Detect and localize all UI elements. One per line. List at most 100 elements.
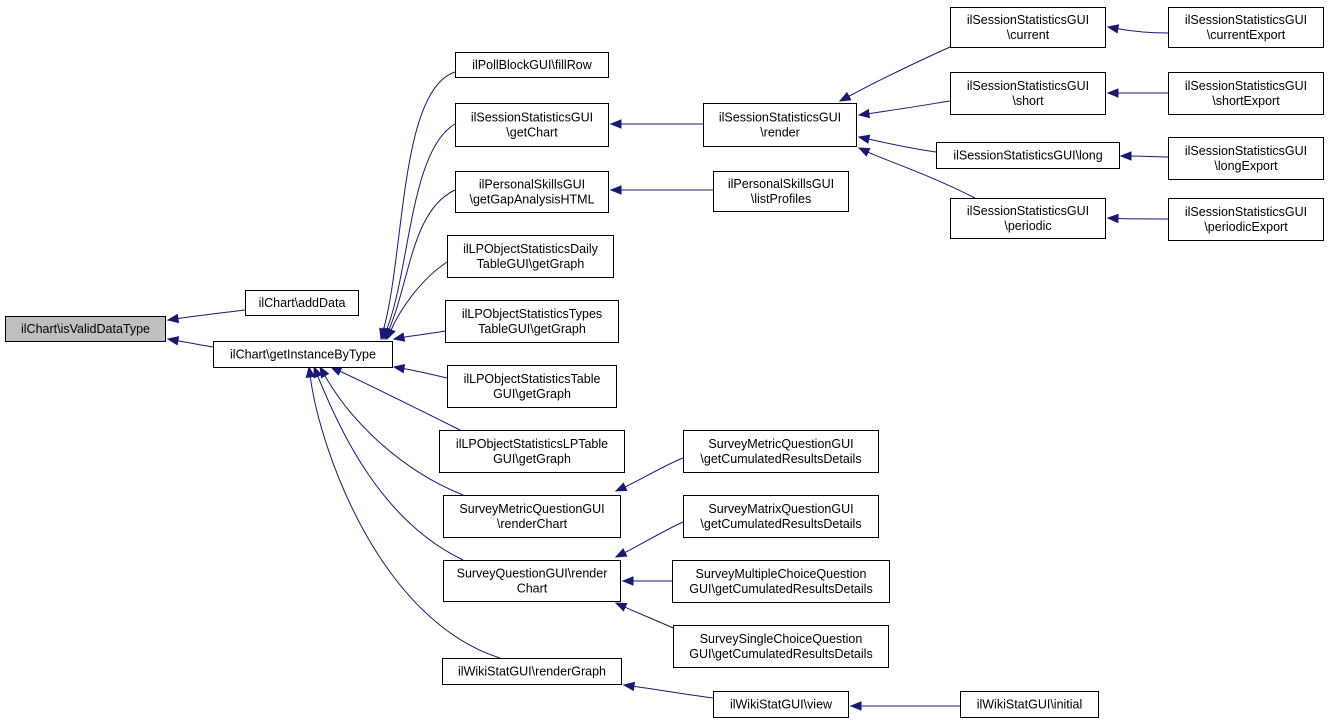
node-n25[interactable]: ilSessionStatisticsGUI\currentExport <box>1168 7 1324 48</box>
node-box[interactable] <box>683 430 879 473</box>
node-box[interactable] <box>245 290 359 316</box>
node-box[interactable] <box>447 235 614 278</box>
node-box[interactable] <box>439 430 625 473</box>
edge-n22-to-n13 <box>857 134 937 153</box>
node-label-line: ilSessionStatisticsGUI <box>1185 144 1307 158</box>
edge-line <box>317 376 464 561</box>
node-box[interactable] <box>213 341 393 368</box>
edge-n2-to-n0 <box>166 336 214 348</box>
node-box[interactable] <box>443 560 621 602</box>
node-label-line: ilWikiStatGUI\initial <box>977 698 1083 712</box>
edge-n27-to-n22 <box>1119 151 1169 161</box>
node-box[interactable] <box>713 171 849 212</box>
node-box[interactable] <box>950 72 1106 115</box>
arrowhead-icon <box>166 313 180 324</box>
arrowhead-icon <box>857 108 871 119</box>
node-n13[interactable]: ilSessionStatisticsGUI\render <box>703 103 857 147</box>
node-n26[interactable]: ilSessionStatisticsGUI\shortExport <box>1168 72 1324 115</box>
node-box[interactable] <box>5 316 166 342</box>
node-n23[interactable]: ilSessionStatisticsGUI\periodic <box>950 198 1106 239</box>
arrowhead-icon <box>838 91 852 102</box>
node-n18[interactable]: SurveySingleChoiceQuestionGUI\getCumulat… <box>673 625 889 668</box>
node-n20[interactable]: ilSessionStatisticsGUI\current <box>950 7 1106 48</box>
node-box[interactable] <box>443 495 621 538</box>
edge-line <box>624 521 684 553</box>
node-n12[interactable]: ilWikiStatGUI\renderGraph <box>442 658 622 685</box>
node-label-line: ilPollBlockGUI\fillRow <box>472 58 592 72</box>
node-n22[interactable]: ilSessionStatisticsGUI\long <box>936 142 1120 169</box>
arrowhead-icon <box>609 185 622 195</box>
node-n4[interactable]: ilSessionStatisticsGUI\getChart <box>455 103 609 147</box>
arrowhead-icon <box>622 681 636 692</box>
node-box[interactable] <box>703 103 857 147</box>
node-n1[interactable]: ilChart\addData <box>245 290 359 316</box>
arrowhead-icon <box>1106 88 1119 98</box>
node-label-line: ilPersonalSkillsGUI <box>728 177 834 191</box>
node-label-line: ilLPObjectStatisticsTypes <box>462 307 602 321</box>
node-box[interactable] <box>960 691 1099 718</box>
node-box[interactable] <box>936 142 1120 169</box>
node-n21[interactable]: ilSessionStatisticsGUI\short <box>950 72 1106 115</box>
node-box[interactable] <box>445 300 619 343</box>
node-label-line: ilSessionStatisticsGUI <box>1185 13 1307 27</box>
node-label-line: TableGUI\getGraph <box>478 322 586 336</box>
node-label-line: ilChart\isValidDataType <box>21 322 150 336</box>
node-n11[interactable]: SurveyQuestionGUI\renderChart <box>443 560 621 602</box>
node-box[interactable] <box>1168 72 1324 115</box>
node-n10[interactable]: SurveyMetricQuestionGUI\renderChart <box>443 495 621 538</box>
node-label-line: GUI\getGraph <box>493 387 571 401</box>
node-box[interactable] <box>673 625 889 668</box>
node-n27[interactable]: ilSessionStatisticsGUI\longExport <box>1168 137 1324 180</box>
node-box[interactable] <box>1168 137 1324 180</box>
edge-n14-to-n5 <box>609 185 714 195</box>
node-n24[interactable]: ilWikiStatGUI\initial <box>960 691 1099 718</box>
node-label-line: GUI\getCumulatedResultsDetails <box>689 647 872 661</box>
node-box[interactable] <box>455 171 609 213</box>
node-label-line: ilSessionStatisticsGUI <box>1185 205 1307 219</box>
edge-line <box>388 189 456 330</box>
node-box[interactable] <box>672 560 890 603</box>
node-box[interactable] <box>683 495 879 538</box>
node-label-line: \periodic <box>1004 219 1051 233</box>
edge-line <box>868 100 951 115</box>
node-n7[interactable]: ilLPObjectStatisticsTypesTableGUI\getGra… <box>445 300 619 343</box>
edge-line <box>1130 155 1169 158</box>
arrowhead-icon <box>392 364 406 374</box>
node-n14[interactable]: ilPersonalSkillsGUI\listProfiles <box>713 171 849 212</box>
edge-n11-to-n2 <box>313 365 464 561</box>
arrowhead-icon <box>621 576 634 586</box>
node-box[interactable] <box>1168 7 1324 48</box>
node-n3[interactable]: ilPollBlockGUI\fillRow <box>455 52 609 78</box>
node-n17[interactable]: SurveyMultipleChoiceQuestionGUI\getCumul… <box>672 560 890 603</box>
node-n15[interactable]: SurveyMetricQuestionGUI\getCumulatedResu… <box>683 430 879 473</box>
node-n28[interactable]: ilSessionStatisticsGUI\periodicExport <box>1168 198 1324 241</box>
edge-line <box>339 370 461 431</box>
node-n19[interactable]: ilWikiStatGUI\view <box>713 691 849 718</box>
node-label-line: \periodicExport <box>1204 220 1288 234</box>
node-box[interactable] <box>713 691 849 718</box>
node-box[interactable] <box>442 658 622 685</box>
edge-n17-to-n11 <box>621 576 672 586</box>
edge-line <box>624 606 674 629</box>
edge-line <box>403 368 448 379</box>
node-box[interactable] <box>447 365 617 408</box>
edge-line <box>390 261 448 331</box>
node-box[interactable] <box>950 7 1106 48</box>
edge-n20-to-n13 <box>838 46 951 102</box>
node-n6[interactable]: ilLPObjectStatisticsDailyTableGUI\getGra… <box>447 235 614 278</box>
node-box[interactable] <box>455 103 609 147</box>
node-box[interactable] <box>455 52 609 78</box>
node-n16[interactable]: SurveyMatrixQuestionGUI\getCumulatedResu… <box>683 495 879 538</box>
node-box[interactable] <box>1168 198 1324 241</box>
arrowhead-icon <box>313 365 323 379</box>
edge-line <box>324 375 464 496</box>
arrowhead-icon <box>609 119 622 129</box>
node-n5[interactable]: ilPersonalSkillsGUI\getGapAnalysisHTML <box>455 171 609 213</box>
arrowhead-icon <box>329 366 343 376</box>
node-label-line: ilSessionStatisticsGUI <box>471 111 593 125</box>
node-box[interactable] <box>950 198 1106 239</box>
node-n0[interactable]: ilChart\isValidDataType <box>5 316 166 342</box>
node-n2[interactable]: ilChart\getInstanceByType <box>213 341 393 368</box>
